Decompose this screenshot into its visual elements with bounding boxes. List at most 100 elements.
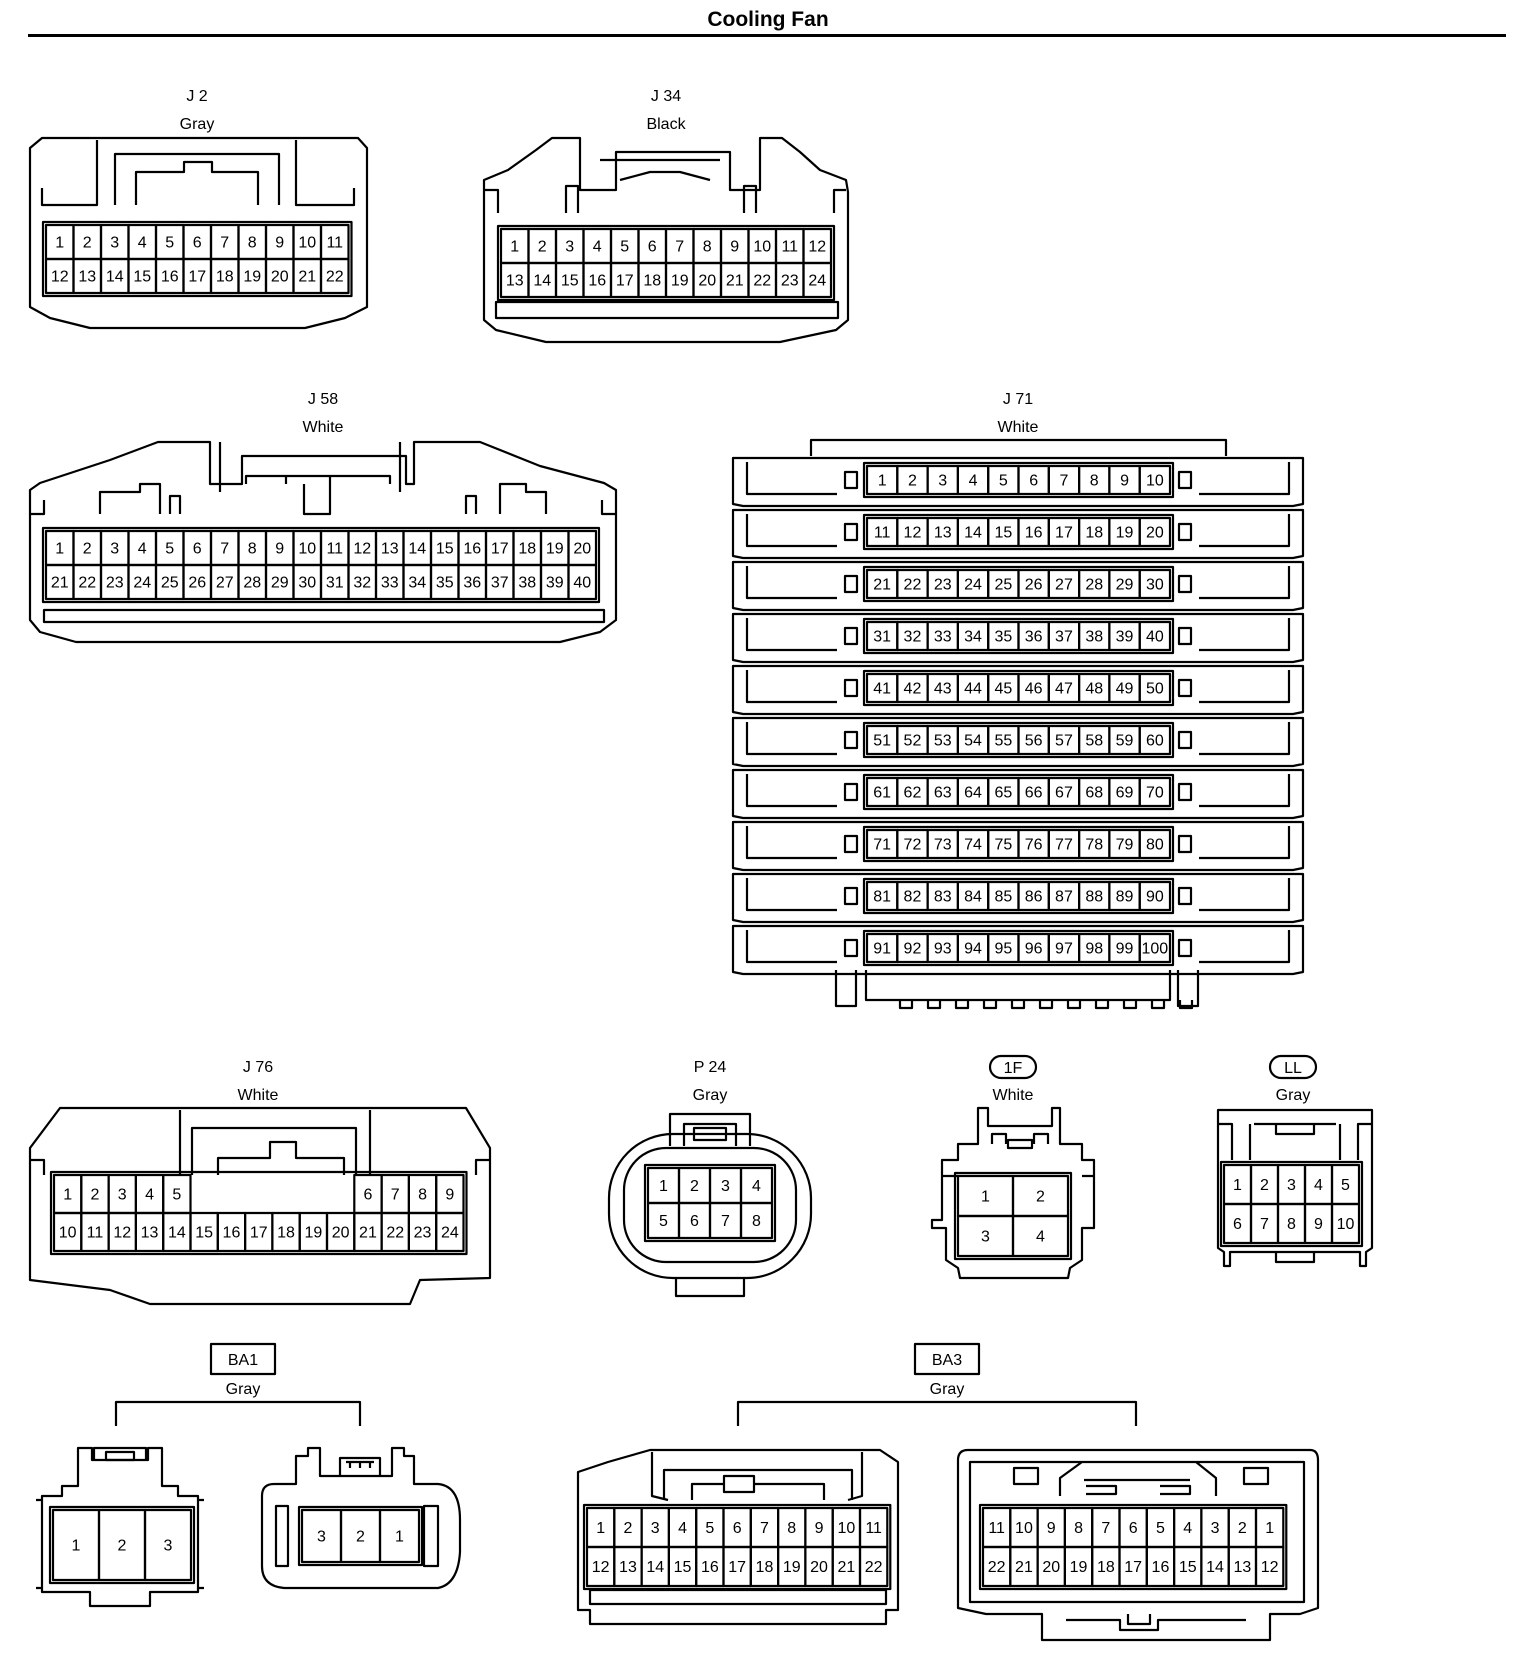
pin-number: 38 [518,575,536,592]
pin-number: 28 [1085,577,1103,594]
pin-number: 63 [934,785,952,802]
j71-lock-tab [1177,886,1193,906]
pin-number: 73 [934,837,952,854]
pin-number: 66 [1025,785,1043,802]
pin-number: 45 [994,681,1012,698]
pin-number: 14 [533,273,551,290]
pin-cell [1138,776,1172,808]
pin-number: 6 [363,1187,372,1204]
p24-color: Gray [693,1087,728,1104]
pin-number: 2 [908,473,917,490]
pin-number: 2 [1238,1520,1247,1537]
pin-number: 10 [298,235,316,252]
j71-lock-tab [1177,678,1193,698]
pin-number: 37 [1055,629,1073,646]
j71-slat-detail [745,774,1291,808]
pin-cell [858,1545,889,1588]
pin-number: 76 [1025,837,1043,854]
pin-number: 74 [964,837,982,854]
pin-number: 5 [165,541,174,558]
pin-number: 15 [561,273,579,290]
pin-number: 8 [1090,473,1099,490]
pin-number: 2 [1260,1177,1269,1194]
pin-number: 96 [1025,941,1043,958]
pin-cell [1011,1214,1070,1258]
j76-color: White [238,1087,279,1104]
pin-number: 17 [188,269,206,286]
pin-number: 4 [138,541,147,558]
pin-number: 2 [90,1187,99,1204]
pin-number: 25 [994,577,1012,594]
pin-grid-frame [862,773,1175,811]
pin-number: 16 [463,541,481,558]
pin-number: 33 [381,575,399,592]
pin-number: 7 [1059,473,1068,490]
pin-number: 88 [1085,889,1103,906]
pin-number: 35 [436,575,454,592]
1f-code-badge [988,1054,1038,1080]
pin-number: 16 [161,269,179,286]
pin-number: 55 [994,733,1012,750]
pin-number: 8 [787,1520,796,1537]
pin-number: 18 [277,1225,295,1242]
pin-number: 13 [934,525,952,542]
pin-number: 14 [646,1559,664,1576]
j71-lock-tab [1177,730,1193,750]
pin-number: 4 [678,1520,687,1537]
pin-number: 54 [964,733,982,750]
j71-slat-detail [745,670,1291,704]
p24-outer-shell [607,1132,813,1280]
pin-number: 23 [781,273,799,290]
pin-number: 22 [904,577,922,594]
pin-number: 14 [168,1225,186,1242]
j71-slat-detail [745,462,1291,496]
pin-number: 59 [1116,733,1134,750]
pin-number: 17 [250,1225,268,1242]
pin-number: 80 [1146,837,1164,854]
pin-number: 18 [518,541,536,558]
pin-number: 11 [781,239,798,256]
pin-number: 1 [659,1178,668,1195]
pin-number: 21 [873,577,891,594]
j76-code: J 76 [243,1059,273,1076]
pin-number: 9 [730,239,739,256]
pin-number: 10 [837,1520,855,1537]
ba1-code: BA1 [228,1352,258,1369]
pin-number: 10 [298,541,316,558]
pin-number: 12 [904,525,922,542]
pin-number: 67 [1055,785,1073,802]
pin-grid-frame [49,1170,468,1256]
pin-number: 39 [546,575,564,592]
pin-number: 18 [756,1559,774,1576]
pin-number: 9 [1314,1216,1323,1233]
j71-top-cap [809,438,1228,456]
pin-number: 22 [386,1225,404,1242]
j71-lock-tab [843,470,859,490]
pin-number: 99 [1116,941,1134,958]
pin-number: 15 [195,1225,213,1242]
pin-number: 3 [164,1538,173,1555]
pin-grid-frame [48,1505,196,1585]
pin-number: 19 [243,269,261,286]
pin-cell [1138,568,1172,600]
j71-slat [731,456,1305,508]
pin-number: 12 [353,541,371,558]
pin-number: 25 [161,575,179,592]
pin-number: 65 [994,785,1012,802]
pin-grid-frame [862,565,1175,603]
pin-number: 3 [1211,1520,1220,1537]
pin-number: 13 [141,1225,159,1242]
pin-number: 31 [326,575,344,592]
pin-number: 4 [593,239,602,256]
pin-grid-frame [862,877,1175,915]
pin-number: 11 [87,1225,104,1242]
